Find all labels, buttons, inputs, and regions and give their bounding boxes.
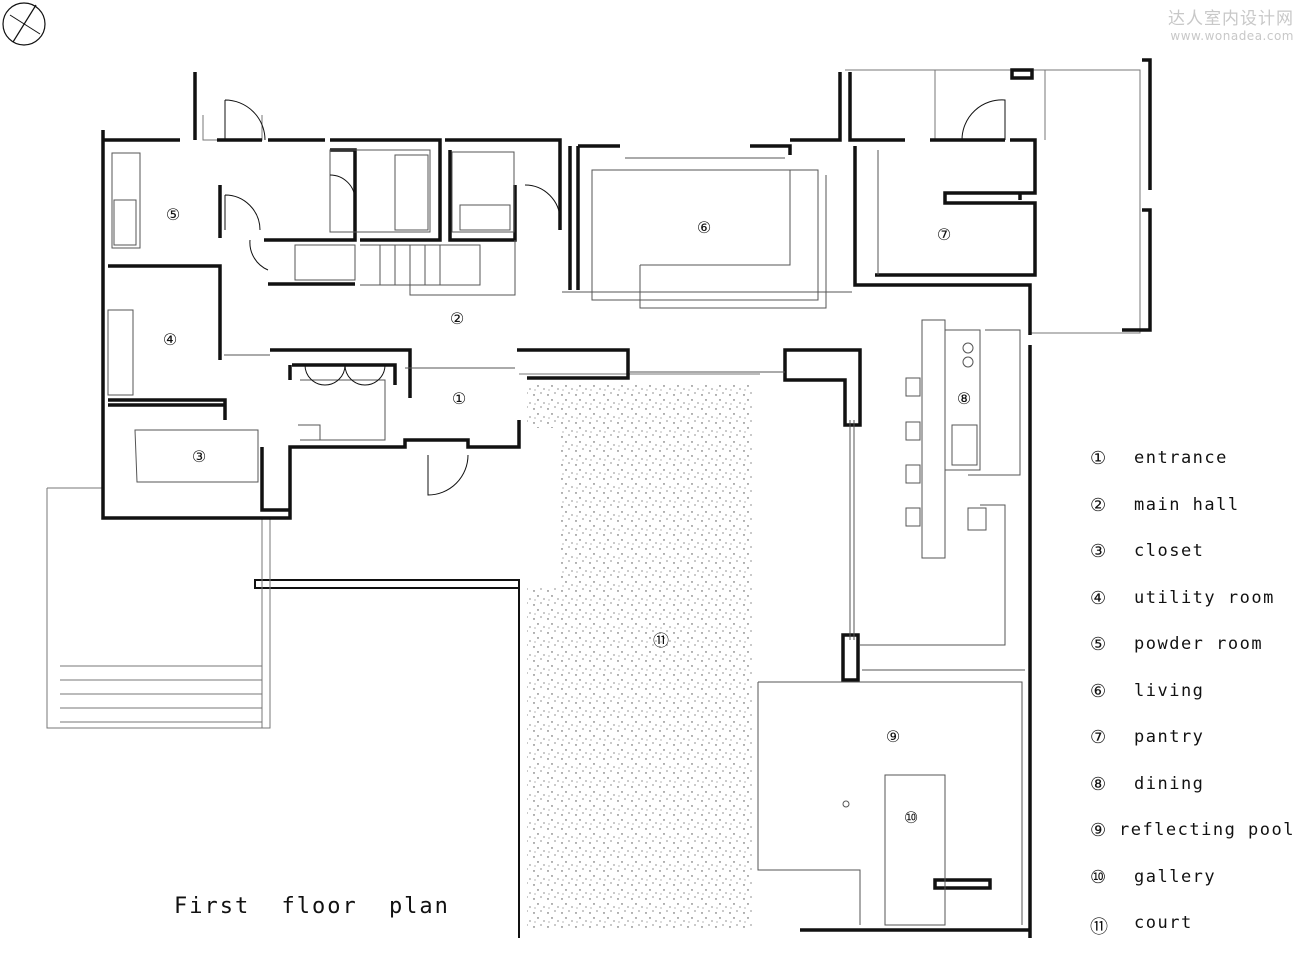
legend-name: powder room: [1134, 634, 1264, 654]
room-markers: ① ② ③ ④ ⑤ ⑥ ⑦ ⑧ ⑨ ⑩ ⑪: [163, 205, 971, 827]
legend-number: ⑧: [1090, 773, 1107, 795]
room-marker-pantry: ⑦: [937, 225, 951, 244]
legend-number: ⑪: [1090, 917, 1108, 938]
legend-number: ⑥: [1090, 680, 1107, 702]
legend-name: closet: [1134, 541, 1205, 561]
room-marker-powder-room: ⑤: [166, 205, 180, 224]
legend-number: ⑤: [1090, 634, 1107, 655]
legend-name: reflecting pool: [1118, 820, 1295, 840]
room-marker-main-hall: ②: [450, 309, 464, 328]
interior-details: [107, 149, 1025, 926]
door-swings: [224, 99, 1006, 496]
legend-name: court: [1134, 913, 1193, 933]
court-area: [254, 373, 760, 938]
legend-number: ③: [1090, 541, 1107, 562]
legend-item: ⑤ powder room: [1090, 634, 1295, 681]
legend-item: ⑪ court: [1090, 913, 1295, 960]
legend-number: ⑦: [1090, 727, 1107, 748]
room-marker-living: ⑥: [697, 218, 711, 237]
legend-name: pantry: [1134, 727, 1205, 747]
legend-number: ②: [1090, 494, 1107, 516]
walls: [101, 58, 1152, 938]
legend-item: ④ utility room: [1090, 588, 1295, 635]
room-legend: ① entrance ② main hall ③ closet ④ utility ro…: [1090, 448, 1295, 960]
legend-item: ⑦ pantry: [1090, 727, 1295, 774]
watermark-text: 达人室内设计网: [1168, 9, 1294, 29]
legend-name: utility room: [1134, 587, 1275, 608]
legend-item: ⑨ reflecting pool: [1090, 820, 1295, 867]
legend-name: main hall: [1134, 494, 1240, 515]
terrace-lines: [46, 69, 1141, 729]
legend-number: ④: [1090, 587, 1107, 609]
legend-item: ③ closet: [1090, 541, 1295, 588]
room-marker-entrance: ①: [452, 389, 466, 408]
legend-item: ⑧ dining: [1090, 774, 1295, 821]
room-marker-reflecting-pool: ⑨: [886, 727, 900, 746]
room-marker-dining: ⑧: [957, 389, 971, 408]
legend-name: dining: [1134, 773, 1205, 794]
legend-item: ⑥ living: [1090, 681, 1295, 728]
room-marker-court: ⑪: [653, 631, 669, 650]
room-marker-utility-room: ④: [163, 330, 177, 349]
room-marker-gallery: ⑩: [904, 808, 918, 827]
legend-item: ⑩ gallery: [1090, 867, 1295, 914]
legend-number: ⑩: [1090, 866, 1107, 888]
legend-item: ② main hall: [1090, 495, 1295, 542]
legend-number: ⑨: [1090, 820, 1107, 841]
legend-name: gallery: [1134, 866, 1217, 887]
legend-item: ① entrance: [1090, 448, 1295, 495]
watermark-url: www.wonadea.com: [1170, 29, 1294, 43]
room-marker-closet: ③: [192, 447, 206, 466]
legend-name: entrance: [1134, 448, 1228, 468]
plan-title: First floor plan: [174, 894, 450, 919]
north-arrow-icon: [2, 2, 46, 46]
legend-name: living: [1134, 680, 1205, 701]
floor-plan: ① ② ③ ④ ⑤ ⑥ ⑦ ⑧ ⑨ ⑩ ⑪: [2, 2, 1152, 938]
watermark: 达人室内设计网 www.wonadea.com: [1168, 4, 1294, 43]
legend-number: ①: [1090, 448, 1107, 469]
